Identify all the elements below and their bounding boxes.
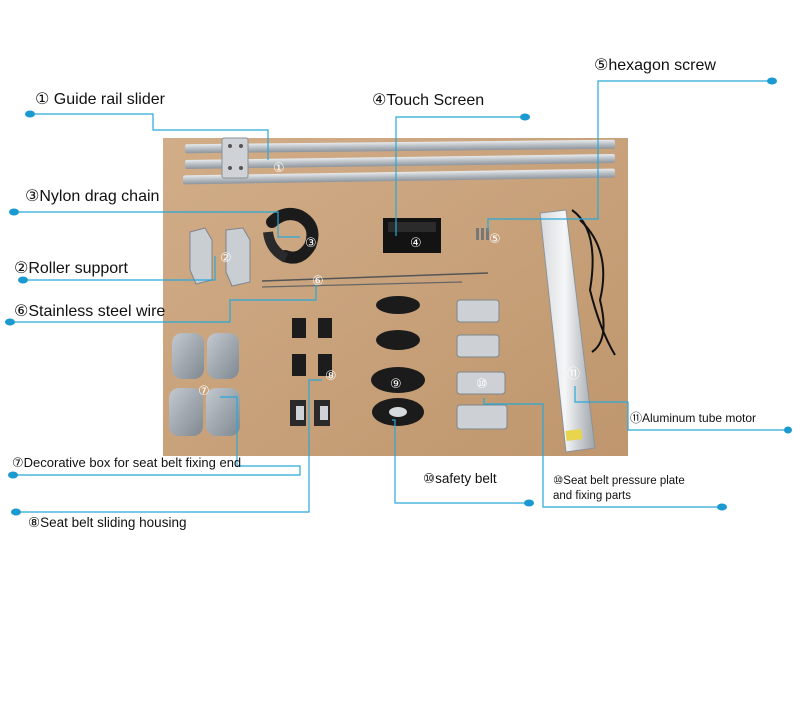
label-guide-rail-slider: ① Guide rail slider xyxy=(35,91,165,108)
safety-belt-rolls xyxy=(371,296,425,426)
label-nylon-drag-chain: ③Nylon drag chain xyxy=(25,188,160,205)
label-safety-belt: ⑩safety belt xyxy=(423,471,497,486)
stainless-steel-wire xyxy=(261,272,489,288)
marker-11: ⑪ xyxy=(567,366,580,381)
label-pressure-plate-1: ⑩Seat belt pressure plate xyxy=(553,475,685,487)
marker-1: ① xyxy=(273,160,285,175)
leader-dots xyxy=(5,77,792,516)
sliding-housings xyxy=(290,318,332,426)
touch-screen-device xyxy=(383,218,441,253)
roller-supports xyxy=(189,227,251,287)
pressure-plates xyxy=(456,299,508,430)
label-aluminum-tube-motor: ⑪Aluminum tube motor xyxy=(630,411,757,425)
marker-6: ⑥ xyxy=(312,273,324,288)
label-sliding-housing: ⑧Seat belt sliding housing xyxy=(28,515,187,530)
nylon-drag-chain xyxy=(263,208,319,264)
label-stainless-steel-wire: ⑥Stainless steel wire xyxy=(14,303,166,320)
guide-rails xyxy=(182,137,616,185)
label-decorative-box: ⑦Decorative box for seat belt fixing end xyxy=(12,455,242,470)
label-hexagon-screw: ⑤hexagon screw xyxy=(594,57,716,74)
part-markers: ① ② ③ ④ ⑤ ⑥ ⑦ ⑧ ⑨ ⑩ ⑪ xyxy=(198,160,580,398)
label-roller-support: ②Roller support xyxy=(14,260,128,277)
label-touch-screen: ④Touch Screen xyxy=(372,92,485,109)
aluminum-tube-motor xyxy=(539,209,616,453)
label-pressure-plate-2: and fixing parts xyxy=(553,490,631,502)
marker-5: ⑤ xyxy=(489,231,501,246)
marker-7: ⑦ xyxy=(198,383,210,398)
marker-2: ② xyxy=(220,250,232,265)
marker-8: ⑧ xyxy=(325,368,337,383)
decorative-boxes xyxy=(169,333,240,436)
marker-10: ⑩ xyxy=(476,376,488,391)
marker-4: ④ xyxy=(410,235,422,250)
marker-3: ③ xyxy=(305,235,317,250)
leader-lines xyxy=(10,80,788,513)
hexagon-screws xyxy=(476,228,489,240)
marker-9: ⑨ xyxy=(390,376,402,391)
